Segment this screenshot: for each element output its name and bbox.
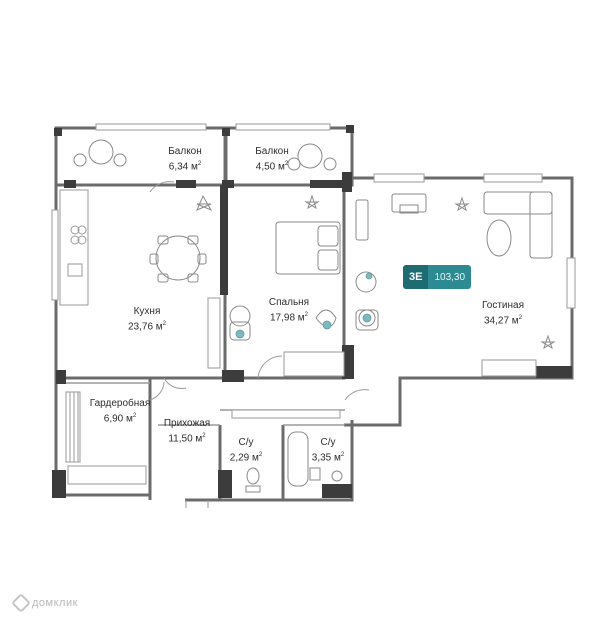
- room-area: 6,90 м: [103, 413, 133, 425]
- room-name: Кухня: [133, 306, 161, 317]
- room-area: 6,34 м: [168, 161, 198, 173]
- label-bedroom: Спальня 17,98 м2: [269, 297, 309, 324]
- room-area: 17,98 м: [269, 312, 305, 324]
- kitchen-counter: [59, 189, 89, 306]
- doors: [149, 181, 370, 508]
- plants: [196, 194, 556, 350]
- unit-sup: 2: [202, 433, 206, 439]
- label-bath-2: С/у 3,35 м2: [312, 437, 344, 464]
- room-area: 4,50 м: [255, 161, 285, 173]
- unit-sup: 2: [258, 452, 263, 458]
- room-name: С/у: [320, 437, 336, 448]
- room-area: 2,29 м: [229, 452, 259, 464]
- apartment-badge: 3E 103,30: [403, 265, 472, 289]
- columns: [52, 125, 572, 498]
- windows: [51, 123, 576, 485]
- total-area: 103,30: [428, 265, 472, 289]
- room-name: Гостиная: [482, 300, 524, 311]
- label-balcony-1: Балкон 6,34 м2: [168, 146, 202, 173]
- room-area: 34,27 м: [483, 315, 519, 327]
- label-kitchen: Кухня 23,76 м2: [128, 306, 166, 333]
- watermark: домклик: [11, 593, 78, 613]
- label-living: Гостиная 34,27 м2: [482, 300, 524, 327]
- label-balcony-2: Балкон 4,50 м2: [255, 146, 289, 173]
- unit-sup: 2: [518, 315, 523, 321]
- label-hall: Прихожая 11,50 м2: [164, 418, 210, 445]
- label-bath-1: С/у 2,29 м2: [230, 437, 262, 464]
- room-area: 3,35 м: [311, 452, 341, 464]
- room-name: С/у: [238, 437, 254, 448]
- unit-sup: 2: [132, 413, 137, 419]
- unit-sup: 2: [162, 321, 167, 327]
- room-name: Прихожая: [163, 418, 211, 429]
- wardrobe-shelves: [65, 391, 81, 463]
- unit-sup: 2: [197, 161, 202, 167]
- label-wardrobe: Гардеробная 6,90 м2: [90, 398, 151, 425]
- watermark-text: домклик: [32, 597, 78, 609]
- accent-furniture: [235, 272, 373, 339]
- balcony-furniture: [73, 139, 337, 171]
- bathroom-fixtures: [245, 431, 343, 493]
- unit-sup: 2: [284, 161, 289, 167]
- room-area: 11,50 м: [168, 433, 203, 445]
- room-name: Гардеробная: [89, 398, 151, 409]
- living-furniture: [355, 191, 553, 331]
- room-name: Балкон: [168, 146, 202, 157]
- room-name: Балкон: [255, 146, 289, 157]
- dining-table: [149, 235, 207, 283]
- apartment-type: 3E: [403, 265, 429, 289]
- bed: [229, 221, 341, 341]
- unit-sup: 2: [340, 452, 345, 458]
- domclick-logo-icon: [11, 593, 31, 613]
- unit-sup: 2: [304, 312, 309, 318]
- room-area: 23,76 м: [127, 321, 163, 333]
- room-name: Спальня: [268, 297, 310, 308]
